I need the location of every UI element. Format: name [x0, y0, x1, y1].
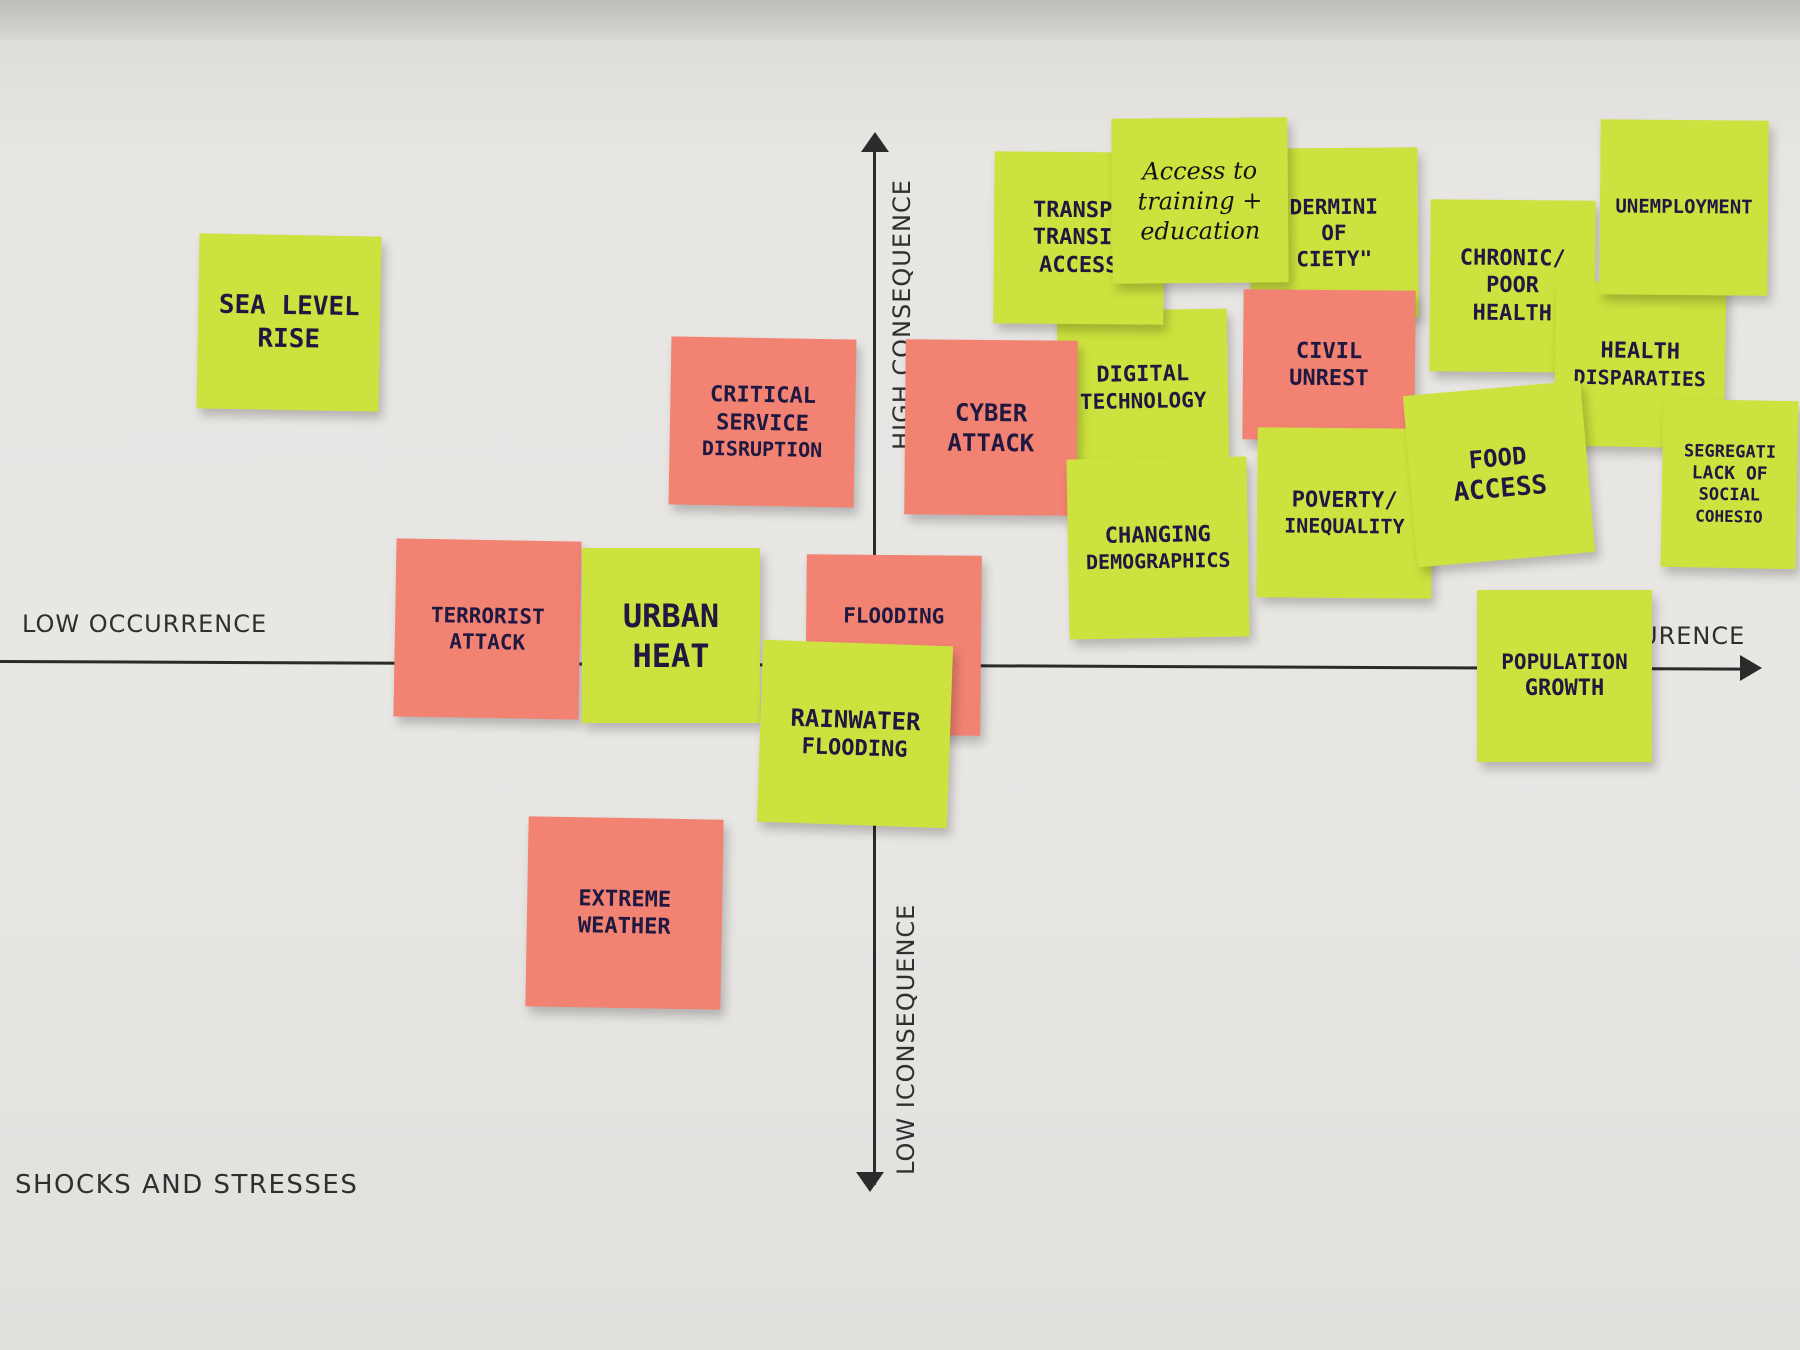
note-line: LACK OF — [1691, 462, 1768, 485]
paper-top-edge — [0, 0, 1800, 40]
note-line: SERVICE — [715, 409, 810, 437]
note-line: SOCIAL — [1698, 484, 1761, 506]
note-line: DERMINI — [1289, 194, 1379, 220]
note-line: CYBER — [954, 398, 1028, 427]
sticky-note-training-education: Access to training + education — [1111, 117, 1289, 284]
sticky-note-cyber-attack: CYBER ATTACK — [904, 339, 1078, 516]
note-line: GROWTH — [1524, 676, 1605, 702]
sticky-note-rainwater-flooding: RAINWATER FLOODING — [756, 639, 954, 829]
note-line: HEALTH — [1600, 338, 1681, 365]
note-line: HEALTH — [1472, 300, 1553, 327]
note-line: POVERTY/ — [1291, 487, 1398, 514]
sticky-note-sea-level-rise: SEA LEVEL RISE — [196, 233, 382, 412]
board-title: SHOCKS AND STRESSES — [15, 1170, 359, 1200]
note-line: URBAN — [622, 596, 720, 635]
sticky-note-extreme-weather: EXTREME WEATHER — [525, 816, 724, 1010]
sticky-note-terrorist-attack: TERRORIST ATTACK — [393, 538, 582, 720]
note-line: education — [1140, 215, 1261, 246]
note-line: CIVIL — [1295, 338, 1363, 364]
note-line: DISRUPTION — [701, 435, 823, 463]
note-line: ATTACK — [947, 428, 1035, 457]
note-line: RAINWATER — [789, 703, 921, 737]
note-line: UNREST — [1289, 365, 1369, 392]
axis-label-high-occurrence: URENCE — [1640, 622, 1746, 650]
note-line: ACCESS — [1038, 252, 1119, 279]
note-line: FLOODING — [801, 734, 908, 764]
axis-label-low-consequence: LOW ICONSEQUENCE — [892, 903, 920, 1175]
sticky-note-food-access: FOOD ACCESS — [1402, 380, 1596, 568]
note-line: CHRONIC/ — [1459, 245, 1566, 272]
sticky-note-civil-unrest: CIVIL UNREST — [1242, 289, 1416, 441]
sticky-note-population-growth: POPULATION GROWTH — [1477, 590, 1652, 762]
note-line: DIGITAL — [1096, 360, 1190, 388]
note-line: training + — [1137, 185, 1263, 216]
arrow-right-icon — [1740, 655, 1762, 681]
arrow-down-icon — [856, 1172, 884, 1192]
sticky-note-segregation-social-cohesion: SEGREGATI LACK OF SOCIAL COHESIO — [1660, 398, 1799, 570]
note-line: Access to — [1142, 156, 1258, 186]
sticky-note-unemployment: UNEMPLOYMENT — [1599, 119, 1769, 296]
note-line: SEGREGATI — [1683, 440, 1777, 463]
note-line: FLOODING — [843, 603, 945, 629]
note-line: POPULATION — [1501, 650, 1628, 675]
sticky-note-poverty-inequality: POVERTY/ INEQUALITY — [1256, 427, 1433, 599]
note-line: CHANGING — [1104, 521, 1211, 549]
axis-label-low-occurrence: LOW OCCURRENCE — [22, 610, 268, 638]
note-line: RISE — [257, 322, 321, 355]
note-line: TERRORIST — [430, 602, 545, 629]
note-line: TECHNOLOGY — [1079, 388, 1207, 415]
note-line: WEATHER — [577, 913, 671, 940]
note-line: CIETY" — [1296, 246, 1373, 272]
note-line: INEQUALITY — [1284, 513, 1405, 539]
note-line: DEMOGRAPHICS — [1085, 547, 1231, 575]
note-line: COHESIO — [1695, 505, 1763, 527]
note-line: ATTACK — [449, 629, 526, 655]
note-line: EXTREME — [578, 885, 672, 913]
sticky-note-changing-demographics: CHANGING DEMOGRAPHICS — [1066, 456, 1250, 640]
note-line: POOR — [1485, 273, 1540, 299]
note-line: DISPARATIES — [1573, 364, 1707, 391]
note-line: SEA LEVEL — [218, 289, 360, 323]
note-line: HEAT — [632, 636, 710, 675]
note-line: OF — [1321, 220, 1347, 245]
note-line: CRITICAL — [709, 382, 817, 409]
arrow-up-icon — [861, 132, 889, 152]
sticky-note-digital-technology: DIGITAL TECHNOLOGY — [1056, 308, 1230, 467]
sticky-note-urban-heat: URBAN HEAT — [582, 548, 760, 723]
sticky-note-critical-service-disruption: CRITICAL SERVICE DISRUPTION — [668, 336, 857, 508]
note-line: ACCESS — [1452, 469, 1549, 508]
note-line: UNEMPLOYMENT — [1615, 195, 1753, 219]
